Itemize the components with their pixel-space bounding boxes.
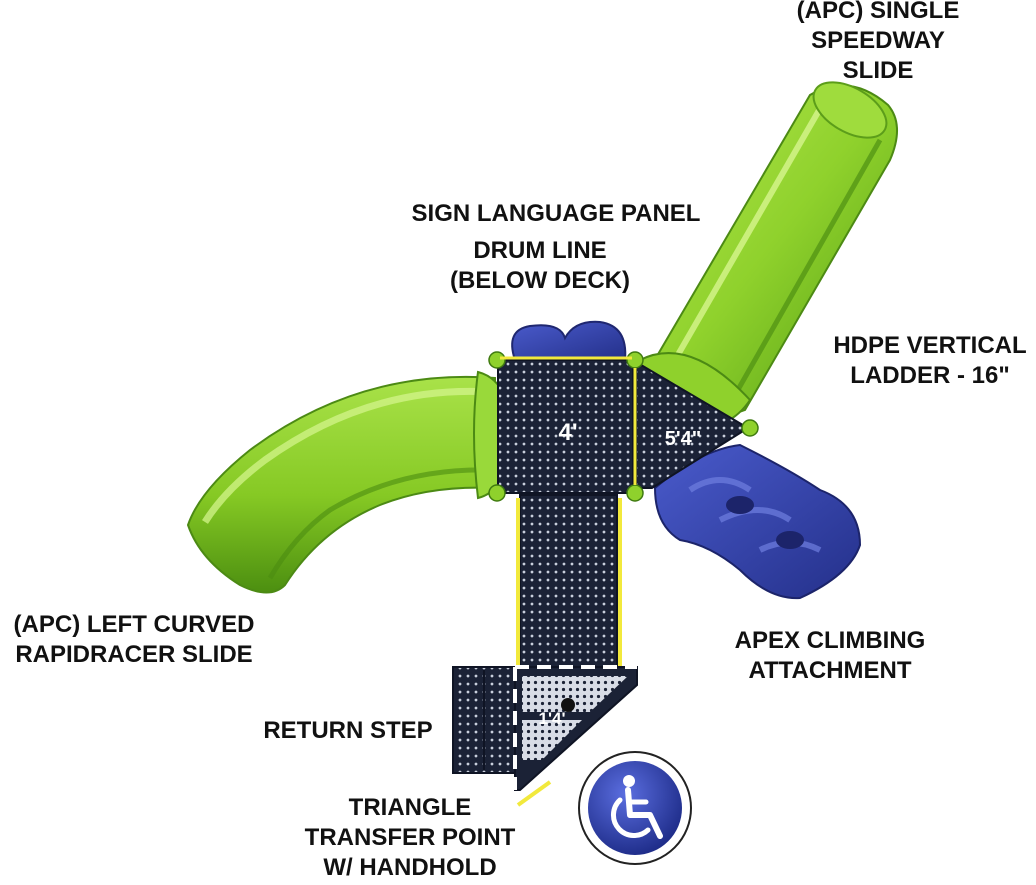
wheelchair-accessibility-icon: [578, 751, 692, 865]
walkway: [516, 494, 622, 668]
curved-slide-label-line2: RAPIDRACER SLIDE: [15, 641, 253, 668]
return-step: [452, 666, 516, 774]
hdpe-ladder-label-line2: LADDER - 16": [850, 362, 1010, 389]
apex-climbing-label-line1: APEX CLIMBING: [734, 627, 926, 654]
posts: [488, 351, 759, 502]
transfer-deck-size: 1'4': [539, 709, 566, 728]
apex-climbing-label: APEX CLIMBING ATTACHMENT: [720, 626, 940, 686]
drum-line-label-line1: DRUM LINE: [473, 237, 607, 264]
speedway-slide-label: (APC) SINGLE SPEEDWAY SLIDE: [768, 0, 988, 86]
drum-line-label: DRUM LINE (BELOW DECK): [420, 236, 660, 296]
return-step-label: RETURN STEP: [263, 717, 433, 744]
sign-language-panel-label: SIGN LANGUAGE PANEL: [411, 200, 701, 227]
speedway-slide-label-line2: SPEEDWAY: [811, 27, 945, 54]
transfer-point-label-line1: TRIANGLE: [348, 794, 472, 821]
square-deck: 4': [497, 359, 634, 494]
apex-climbing-label-line2: ATTACHMENT: [748, 657, 912, 684]
speedway-slide: [638, 81, 898, 432]
triangle-deck-size: 5'4": [665, 428, 701, 450]
curved-slide-label-line1: (APC) LEFT CURVED: [13, 611, 255, 638]
transfer-point-label-line2: TRANSFER POINT: [304, 824, 516, 851]
transfer-point-label: TRIANGLE TRANSFER POINT W/ HANDHOLD: [282, 793, 538, 883]
drum-line-label-line2: (BELOW DECK): [450, 267, 630, 294]
curved-slide: [186, 370, 512, 594]
apex-climbing-attachment: [653, 443, 862, 600]
hdpe-ladder-label: HDPE VERTICAL LADDER - 16": [824, 331, 1036, 391]
triangle-transfer-point: 1'4': [513, 665, 638, 807]
transfer-point-label-line3: W/ HANDHOLD: [323, 854, 497, 881]
hdpe-ladder-label-line1: HDPE VERTICAL: [833, 332, 1027, 359]
speedway-slide-label-line3: SLIDE: [842, 57, 914, 84]
square-deck-size: 4': [558, 419, 577, 446]
speedway-slide-label-line1: (APC) SINGLE: [796, 0, 960, 24]
curved-slide-label: (APC) LEFT CURVED RAPIDRACER SLIDE: [0, 610, 268, 670]
